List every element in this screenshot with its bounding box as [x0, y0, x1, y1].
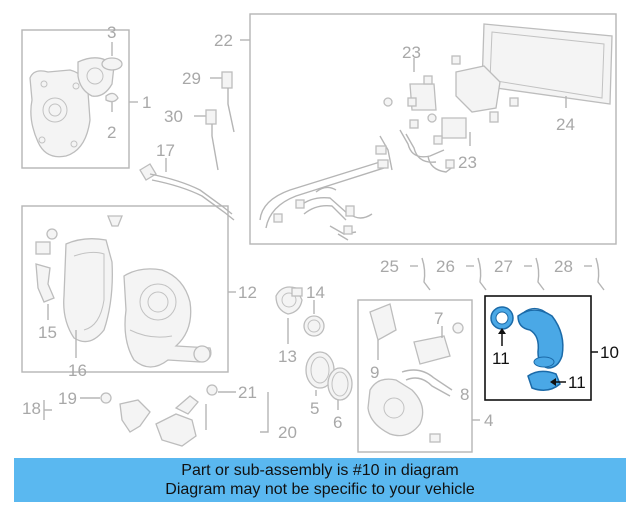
sensors-29-30: [194, 71, 235, 171]
callout-29: 29: [182, 69, 201, 88]
callout-12: 12: [238, 283, 257, 302]
pipe-17: [139, 158, 235, 221]
callout-16: 16: [68, 361, 87, 380]
callout-17: 17: [156, 141, 175, 160]
callout-13: 13: [278, 347, 297, 366]
assembly-group-12: [21, 205, 236, 373]
assembly-group-18-21: [43, 384, 269, 447]
callout-22: 22: [214, 31, 233, 50]
callout-3: 3: [107, 23, 116, 42]
callout-8: 8: [460, 385, 469, 404]
callout-5: 5: [310, 399, 319, 418]
callout-19: 19: [58, 389, 77, 408]
callout-20: 20: [278, 423, 297, 442]
assembly-group-4: [357, 299, 480, 453]
callout-23b: 23: [458, 153, 477, 172]
callout-7: 7: [434, 309, 443, 328]
callout-11b: 11: [568, 373, 586, 392]
hoses-25-28: [410, 257, 605, 291]
callout-labels: 1 2 3 22 23 23 24 29 30 17 12 15 16 13 1…: [22, 23, 619, 442]
intake-hose-part[interactable]: [517, 309, 564, 369]
callout-26: 26: [436, 257, 455, 276]
callout-11a: 11: [492, 349, 510, 368]
lower-clamp-part[interactable]: [527, 370, 561, 391]
callout-9: 9: [370, 363, 379, 382]
clamps-13-14: [275, 286, 325, 344]
callout-4: 4: [484, 411, 493, 430]
assembly-group-1: [21, 29, 138, 169]
gaskets-5-6: [305, 351, 353, 410]
callout-2: 2: [107, 123, 116, 142]
callout-30: 30: [164, 107, 183, 126]
callout-15: 15: [38, 323, 57, 342]
callout-1: 1: [142, 93, 151, 112]
info-banner: Part or sub-assembly is #10 in diagram D…: [14, 458, 626, 502]
banner-line-2: Diagram may not be specific to your vehi…: [165, 481, 475, 498]
banner-line-1: Part or sub-assembly is #10 in diagram: [181, 462, 459, 479]
callout-23a: 23: [402, 43, 421, 62]
highlight-group-10: [484, 295, 598, 401]
parts-diagram: 1 2 3 22 23 23 24 29 30 17 12 15 16 13 1…: [21, 13, 619, 453]
callout-10: 10: [600, 343, 619, 362]
callout-28: 28: [554, 257, 573, 276]
callout-24: 24: [556, 115, 575, 134]
callout-25: 25: [380, 257, 399, 276]
callout-14: 14: [306, 283, 325, 302]
callout-18: 18: [22, 399, 41, 418]
callout-27: 27: [494, 257, 513, 276]
callout-6: 6: [333, 413, 342, 432]
assembly-group-22: [240, 13, 617, 245]
callout-21: 21: [238, 383, 257, 402]
